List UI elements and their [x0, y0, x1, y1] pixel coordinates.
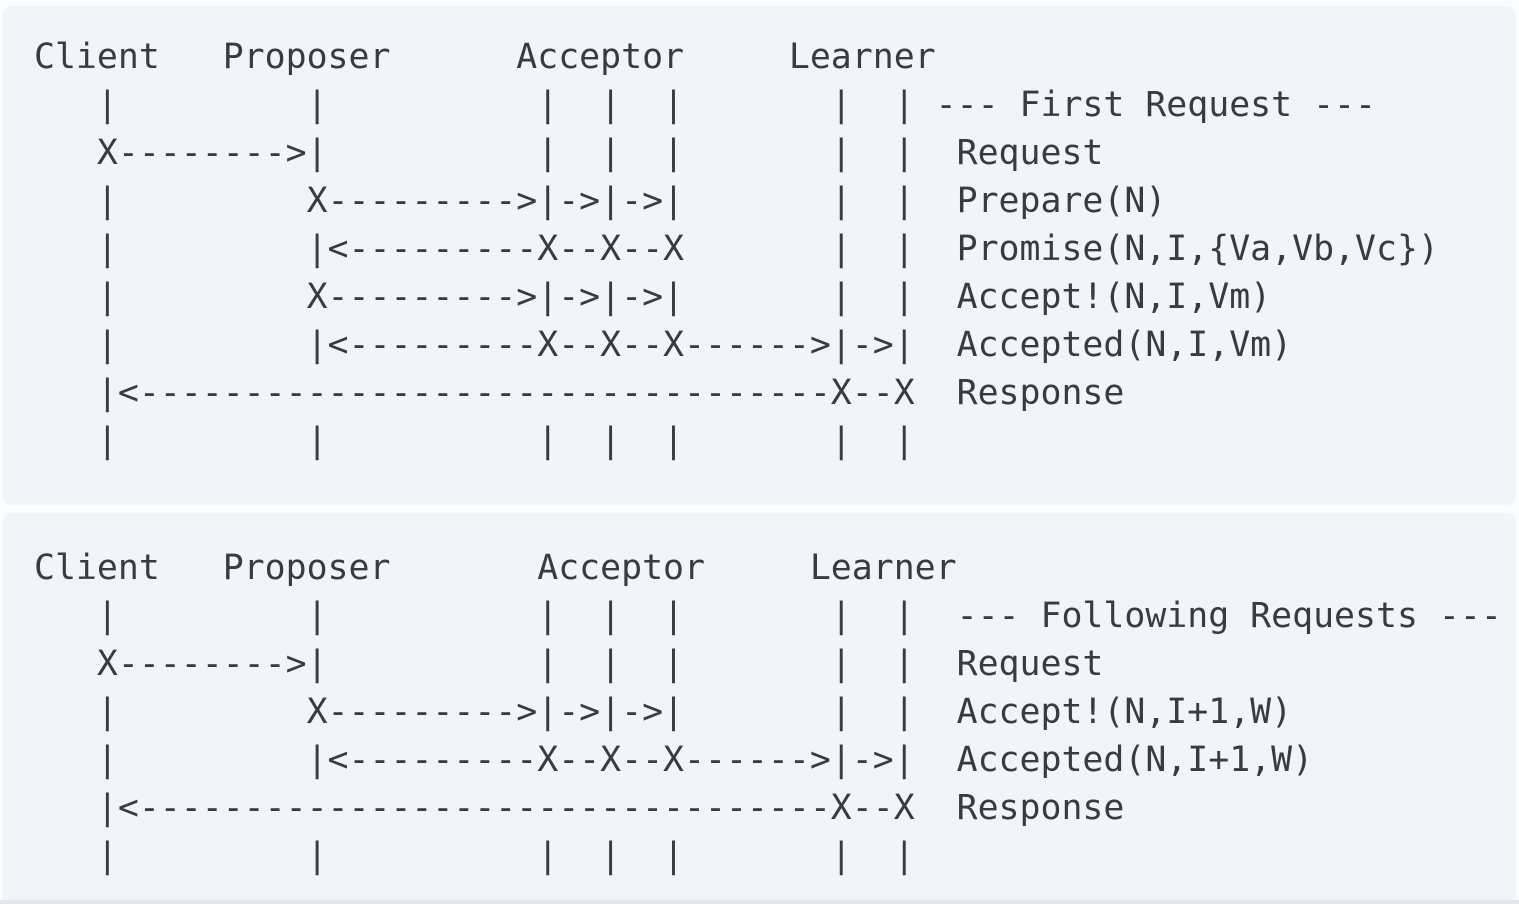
lifelines-row-footer: | | | | | | |	[34, 836, 915, 876]
lifelines-row-footer: | | | | | | |	[34, 421, 915, 461]
following-requests-diagram-block: Client Proposer Acceptor Learner | | | |…	[2, 513, 1516, 904]
message-row-request: X-------->| | | | | | Request	[34, 644, 1104, 684]
message-row-prepare: | X--------->|->|->| | | Prepare(N)	[34, 181, 1167, 221]
message-row-response: |<---------------------------------X--X …	[34, 788, 1125, 828]
message-row-accepted: | |<---------X--X--X------>|->| Accepted…	[34, 325, 1293, 365]
lifelines-row-section-title: | | | | | | | --- First Request ---	[34, 85, 1376, 125]
message-row-request: X-------->| | | | | | Request	[34, 133, 1104, 173]
lifelines-row-section-title: | | | | | | | --- Following Requests ---	[34, 596, 1502, 636]
actors-header: Client Proposer Acceptor Learner	[34, 37, 936, 77]
message-row-accept: | X--------->|->|->| | | Accept!(N,I,Vm)	[34, 277, 1272, 317]
first-request-diagram-block: Client Proposer Acceptor Learner | | | |…	[2, 6, 1516, 505]
message-row-promise: | |<---------X--X--X | | Promise(N,I,{Va…	[34, 229, 1439, 269]
bottom-edge-divider	[0, 900, 1519, 904]
actors-header: Client Proposer Acceptor Learner	[34, 548, 957, 588]
message-row-response: |<---------------------------------X--X …	[34, 373, 1125, 413]
message-row-accepted: | |<---------X--X--X------>|->| Accepted…	[34, 740, 1314, 780]
message-row-accept: | X--------->|->|->| | | Accept!(N,I+1,W…	[34, 692, 1293, 732]
